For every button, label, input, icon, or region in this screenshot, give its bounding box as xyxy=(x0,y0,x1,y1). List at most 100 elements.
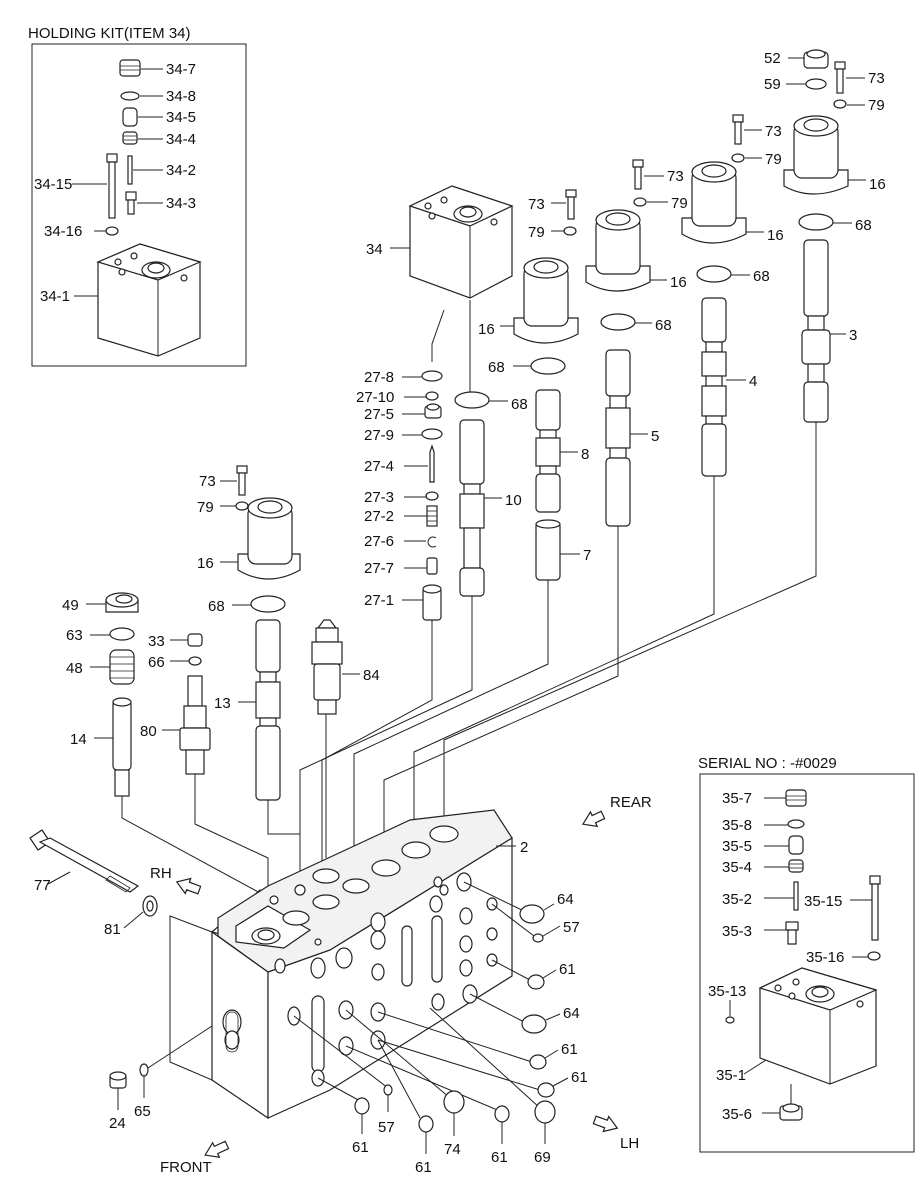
front-label: FRONT xyxy=(160,1159,212,1176)
part-79-washer-c: 79 xyxy=(633,195,688,212)
label-73-left: 73 xyxy=(199,473,216,490)
part-68-oring-left: 68 xyxy=(208,595,286,615)
label-14: 14 xyxy=(70,731,87,748)
label-34-15: 34-15 xyxy=(34,176,72,193)
part-81-washer: 81 xyxy=(104,895,158,938)
part-68-oring-e: 68 xyxy=(454,391,528,413)
label-80: 80 xyxy=(140,723,157,740)
label-27-1: 27-1 xyxy=(364,592,394,609)
label-27-2: 27-2 xyxy=(364,508,394,525)
part-52-plug: 52 xyxy=(764,49,829,69)
part-59-oring: 59 xyxy=(764,76,827,93)
label-57-a: 57 xyxy=(563,919,580,936)
part-27-7: 27-7 xyxy=(364,557,438,577)
part-66-oring: 66 xyxy=(148,654,202,671)
label-35-15: 35-15 xyxy=(804,893,842,910)
label-34-5: 34-5 xyxy=(166,109,196,126)
lh-label: LH xyxy=(620,1135,639,1152)
label-48: 48 xyxy=(66,660,83,677)
part-27-9: 27-9 xyxy=(364,427,443,444)
rear-label: REAR xyxy=(610,794,652,811)
label-61-f: 61 xyxy=(491,1149,508,1166)
label-61-c: 61 xyxy=(571,1069,588,1086)
part-34-2-pin: 34-2 xyxy=(127,155,196,185)
part-61-oring-d: 61 xyxy=(352,1097,370,1156)
part-34-16-washer: 34-16 xyxy=(44,223,119,240)
part-57-oring-a: 57 xyxy=(532,919,580,943)
part-61-oring-f: 61 xyxy=(491,1105,510,1166)
label-27-7: 27-7 xyxy=(364,560,394,577)
part-73-bolt-a: 73 xyxy=(834,61,885,94)
label-34-3: 34-3 xyxy=(166,195,196,212)
label-35-8: 35-8 xyxy=(722,817,752,834)
part-16-cover-b: 16 xyxy=(681,161,784,244)
label-27-10: 27-10 xyxy=(356,389,394,406)
direction-rear: REAR xyxy=(581,794,652,828)
label-73-c: 73 xyxy=(667,168,684,185)
direction-lh: LH xyxy=(592,1115,639,1152)
part-10-spool: 10 xyxy=(459,419,522,597)
part-27-3: 27-3 xyxy=(364,489,439,506)
part-73-bolt-b: 73 xyxy=(732,114,782,145)
part-34-8-oring: 34-8 xyxy=(120,88,196,105)
rh-label: RH xyxy=(150,865,172,882)
label-74: 74 xyxy=(444,1141,461,1158)
part-34-5-piston: 34-5 xyxy=(122,107,196,127)
label-68-d: 68 xyxy=(488,359,505,376)
label-84: 84 xyxy=(363,667,380,684)
body-port-leaders xyxy=(293,881,541,1119)
part-16-cover-c: 16 xyxy=(585,209,687,292)
label-49: 49 xyxy=(62,597,79,614)
label-4: 4 xyxy=(749,373,757,390)
part-35-15-bolt: 35-15 xyxy=(804,875,881,941)
part-35-1-cover: 35-1 xyxy=(716,967,878,1085)
label-34-7: 34-7 xyxy=(166,61,196,78)
label-79-c: 79 xyxy=(671,195,688,212)
main-valve-body: 2 xyxy=(169,809,528,1120)
part-35-2-pin: 35-2 xyxy=(722,881,799,911)
label-34-1: 34-1 xyxy=(40,288,70,305)
part-34-15-bolt: 34-15 xyxy=(34,153,118,219)
label-35-16: 35-16 xyxy=(806,949,844,966)
part-61-oring-c: 61 xyxy=(537,1069,588,1098)
label-27-9: 27-9 xyxy=(364,427,394,444)
label-34: 34 xyxy=(366,241,383,258)
label-79-b: 79 xyxy=(765,151,782,168)
part-69-oring: 69 xyxy=(534,1100,556,1166)
part-35-13-plug: 35-13 xyxy=(708,983,746,1024)
label-34-16: 34-16 xyxy=(44,223,82,240)
assembly-leader-lines xyxy=(121,422,817,908)
label-35-5: 35-5 xyxy=(722,838,752,855)
part-24-plug: 24 xyxy=(109,1071,127,1132)
label-64-a: 64 xyxy=(557,891,574,908)
part-27-8: 27-8 xyxy=(364,369,443,386)
part-27-4: 27-4 xyxy=(364,444,435,483)
label-35-1: 35-1 xyxy=(716,1067,746,1084)
label-35-7: 35-7 xyxy=(722,790,752,807)
part-16-cover-left: 16 xyxy=(197,497,301,580)
label-68-a: 68 xyxy=(855,217,872,234)
label-68-c: 68 xyxy=(655,317,672,334)
part-68-oring-b: 68 xyxy=(696,265,770,285)
part-27-6: 27-6 xyxy=(364,533,437,550)
part-16-cover-d: 16 xyxy=(478,257,579,344)
label-34-2: 34-2 xyxy=(166,162,196,179)
part-77-tie-bolt: 77 xyxy=(29,829,140,894)
label-68-left: 68 xyxy=(208,598,225,615)
serial-title: SERIAL NO : -#0029 xyxy=(698,755,837,772)
part-63-oring: 63 xyxy=(66,627,135,644)
label-73-d: 73 xyxy=(528,196,545,213)
direction-rh: RH xyxy=(150,865,202,895)
label-81: 81 xyxy=(104,921,121,938)
part-34-1-cover: 34-1 xyxy=(40,243,202,357)
part-3-spool: 3 xyxy=(801,239,857,423)
part-68-oring-a: 68 xyxy=(798,213,872,234)
part-79-washer-b: 79 xyxy=(731,151,782,168)
part-8-spool: 8 xyxy=(535,389,589,513)
part-5-spool: 5 xyxy=(605,349,659,527)
label-35-3: 35-3 xyxy=(722,923,752,940)
part-4-spool: 4 xyxy=(701,297,757,477)
part-14-poppet: 14 xyxy=(70,697,132,797)
holding-kit-frame xyxy=(31,43,247,367)
